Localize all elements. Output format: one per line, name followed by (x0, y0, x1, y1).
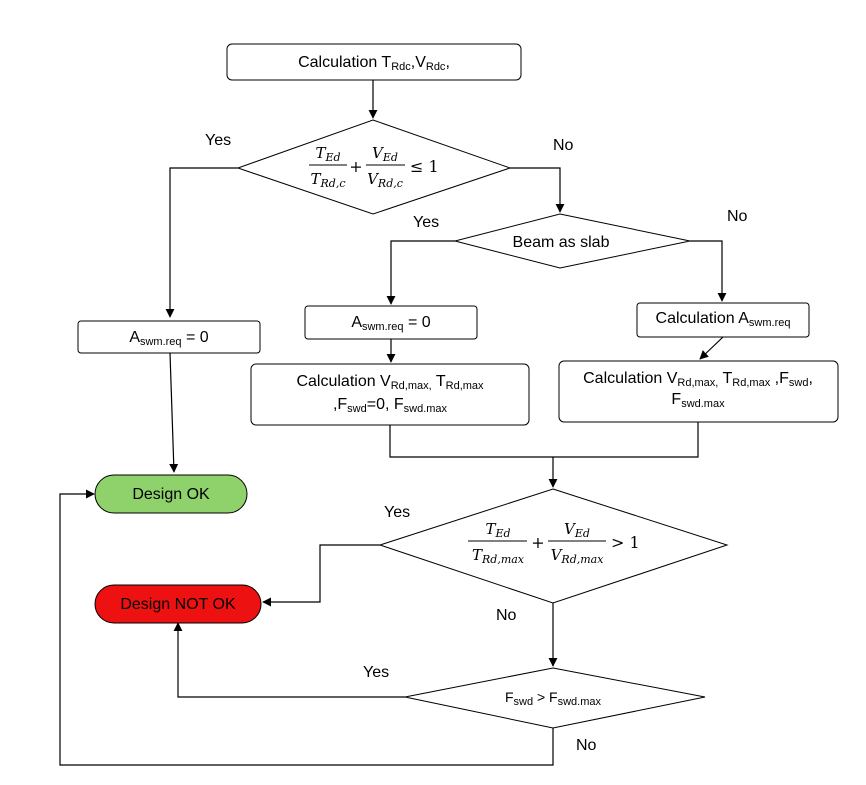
calc-mid-node: Calculation VRd,max, TRd,max ,Fswd=0, Fs… (250, 363, 530, 426)
svg-text:TEd: TEd (485, 520, 510, 540)
svg-text:Beam as slab: Beam as slab (513, 234, 610, 251)
label-yes-decision3: Yes (363, 664, 389, 681)
connector-decision1-yes (165, 167, 238, 318)
design-not-ok-shape (94, 584, 262, 624)
connector-calc-right-merge (553, 422, 699, 458)
svg-text:+: + (349, 157, 362, 176)
connectors (59, 80, 727, 766)
label-yes-decision1: Yes (205, 132, 231, 149)
svg-text:TRd,max: TRd,max (472, 546, 525, 566)
svg-text:Calculation TRdc,VRdc,: Calculation TRdc,VRdc, (298, 54, 450, 73)
design-not-ok-node: Design NOT OK (94, 584, 262, 624)
connector-aswm-left-to-design-ok (169, 352, 179, 473)
connector-calc-mid-merge (389, 425, 553, 458)
svg-text:,Fswd=0, Fswd.max: ,Fswd=0, Fswd.max (333, 396, 448, 415)
svg-text:> 1: > 1 (611, 533, 640, 552)
label-yes-decision2: Yes (384, 504, 410, 521)
svg-text:Calculation Aswm.req: Calculation Aswm.req (656, 310, 791, 329)
connector-calc-aswm-to-calc-right (699, 336, 724, 360)
svg-text:Calculation VRd,max, TRd,max: Calculation VRd,max, TRd,max (296, 373, 484, 392)
svg-text:Fswd > Fswd.max: Fswd > Fswd.max (505, 689, 602, 708)
svg-text:Design NOT OK: Design NOT OK (120, 596, 236, 613)
calc-right-node: Calculation VRd,max, TRd,max ,Fswd, Fswd… (558, 360, 839, 423)
svg-text:Calculation VRd,max, TRd,max: Calculation VRd,max, TRd,max ,Fswd, (583, 370, 813, 389)
svg-text:VEd: VEd (564, 520, 590, 540)
label-no-decision3: No (576, 737, 597, 754)
calc-trdc-node: Calculation TRdc,VRdc, (226, 43, 522, 81)
svg-text:VRd,max: VRd,max (551, 546, 605, 566)
connector-beam-yes (386, 240, 455, 305)
connector-decision1-no (510, 167, 565, 213)
label-no-decision1: No (553, 137, 574, 154)
svg-text:Aswm.req = 0: Aswm.req = 0 (351, 314, 430, 333)
label-yes-beam: Yes (413, 214, 439, 231)
svg-text:Aswm.req = 0: Aswm.req = 0 (129, 329, 208, 348)
svg-text:Fswd.max: Fswd.max (671, 391, 725, 410)
design-ok-shape (94, 474, 248, 514)
svg-text:VEd: VEd (372, 144, 398, 164)
label-no-beam: No (727, 208, 748, 225)
connector-decision2-yes (262, 544, 380, 607)
svg-text:TEd: TEd (315, 144, 340, 164)
svg-text:+: + (531, 533, 544, 552)
connector-beam-no (690, 240, 727, 302)
connector-decision3-yes (173, 622, 405, 698)
decision2-node: TEd TRd,max + VEd VRd,max > 1 (378, 488, 729, 604)
connector-decision3-no (59, 489, 554, 766)
svg-text:VRd,c: VRd,c (367, 170, 403, 190)
calc-aswm-node: Calculation Aswm.req (636, 302, 810, 338)
svg-text:≤ 1: ≤ 1 (410, 157, 439, 176)
label-no-decision2: No (496, 607, 517, 624)
svg-text:Design OK: Design OK (132, 486, 210, 503)
design-ok-node: Design OK (94, 474, 248, 514)
aswm-mid-node: Aswm.req = 0 (304, 305, 478, 340)
decision1-node: TEd TRd,c + VEd VRd,c ≤ 1 (236, 119, 512, 215)
beam-as-slab-node: Beam as slab (454, 213, 691, 269)
decision3-node: Fswd > Fswd.max (404, 667, 706, 729)
svg-text:TRd,c: TRd,c (311, 170, 346, 190)
aswm-left-node: Aswm.req = 0 (77, 320, 261, 354)
